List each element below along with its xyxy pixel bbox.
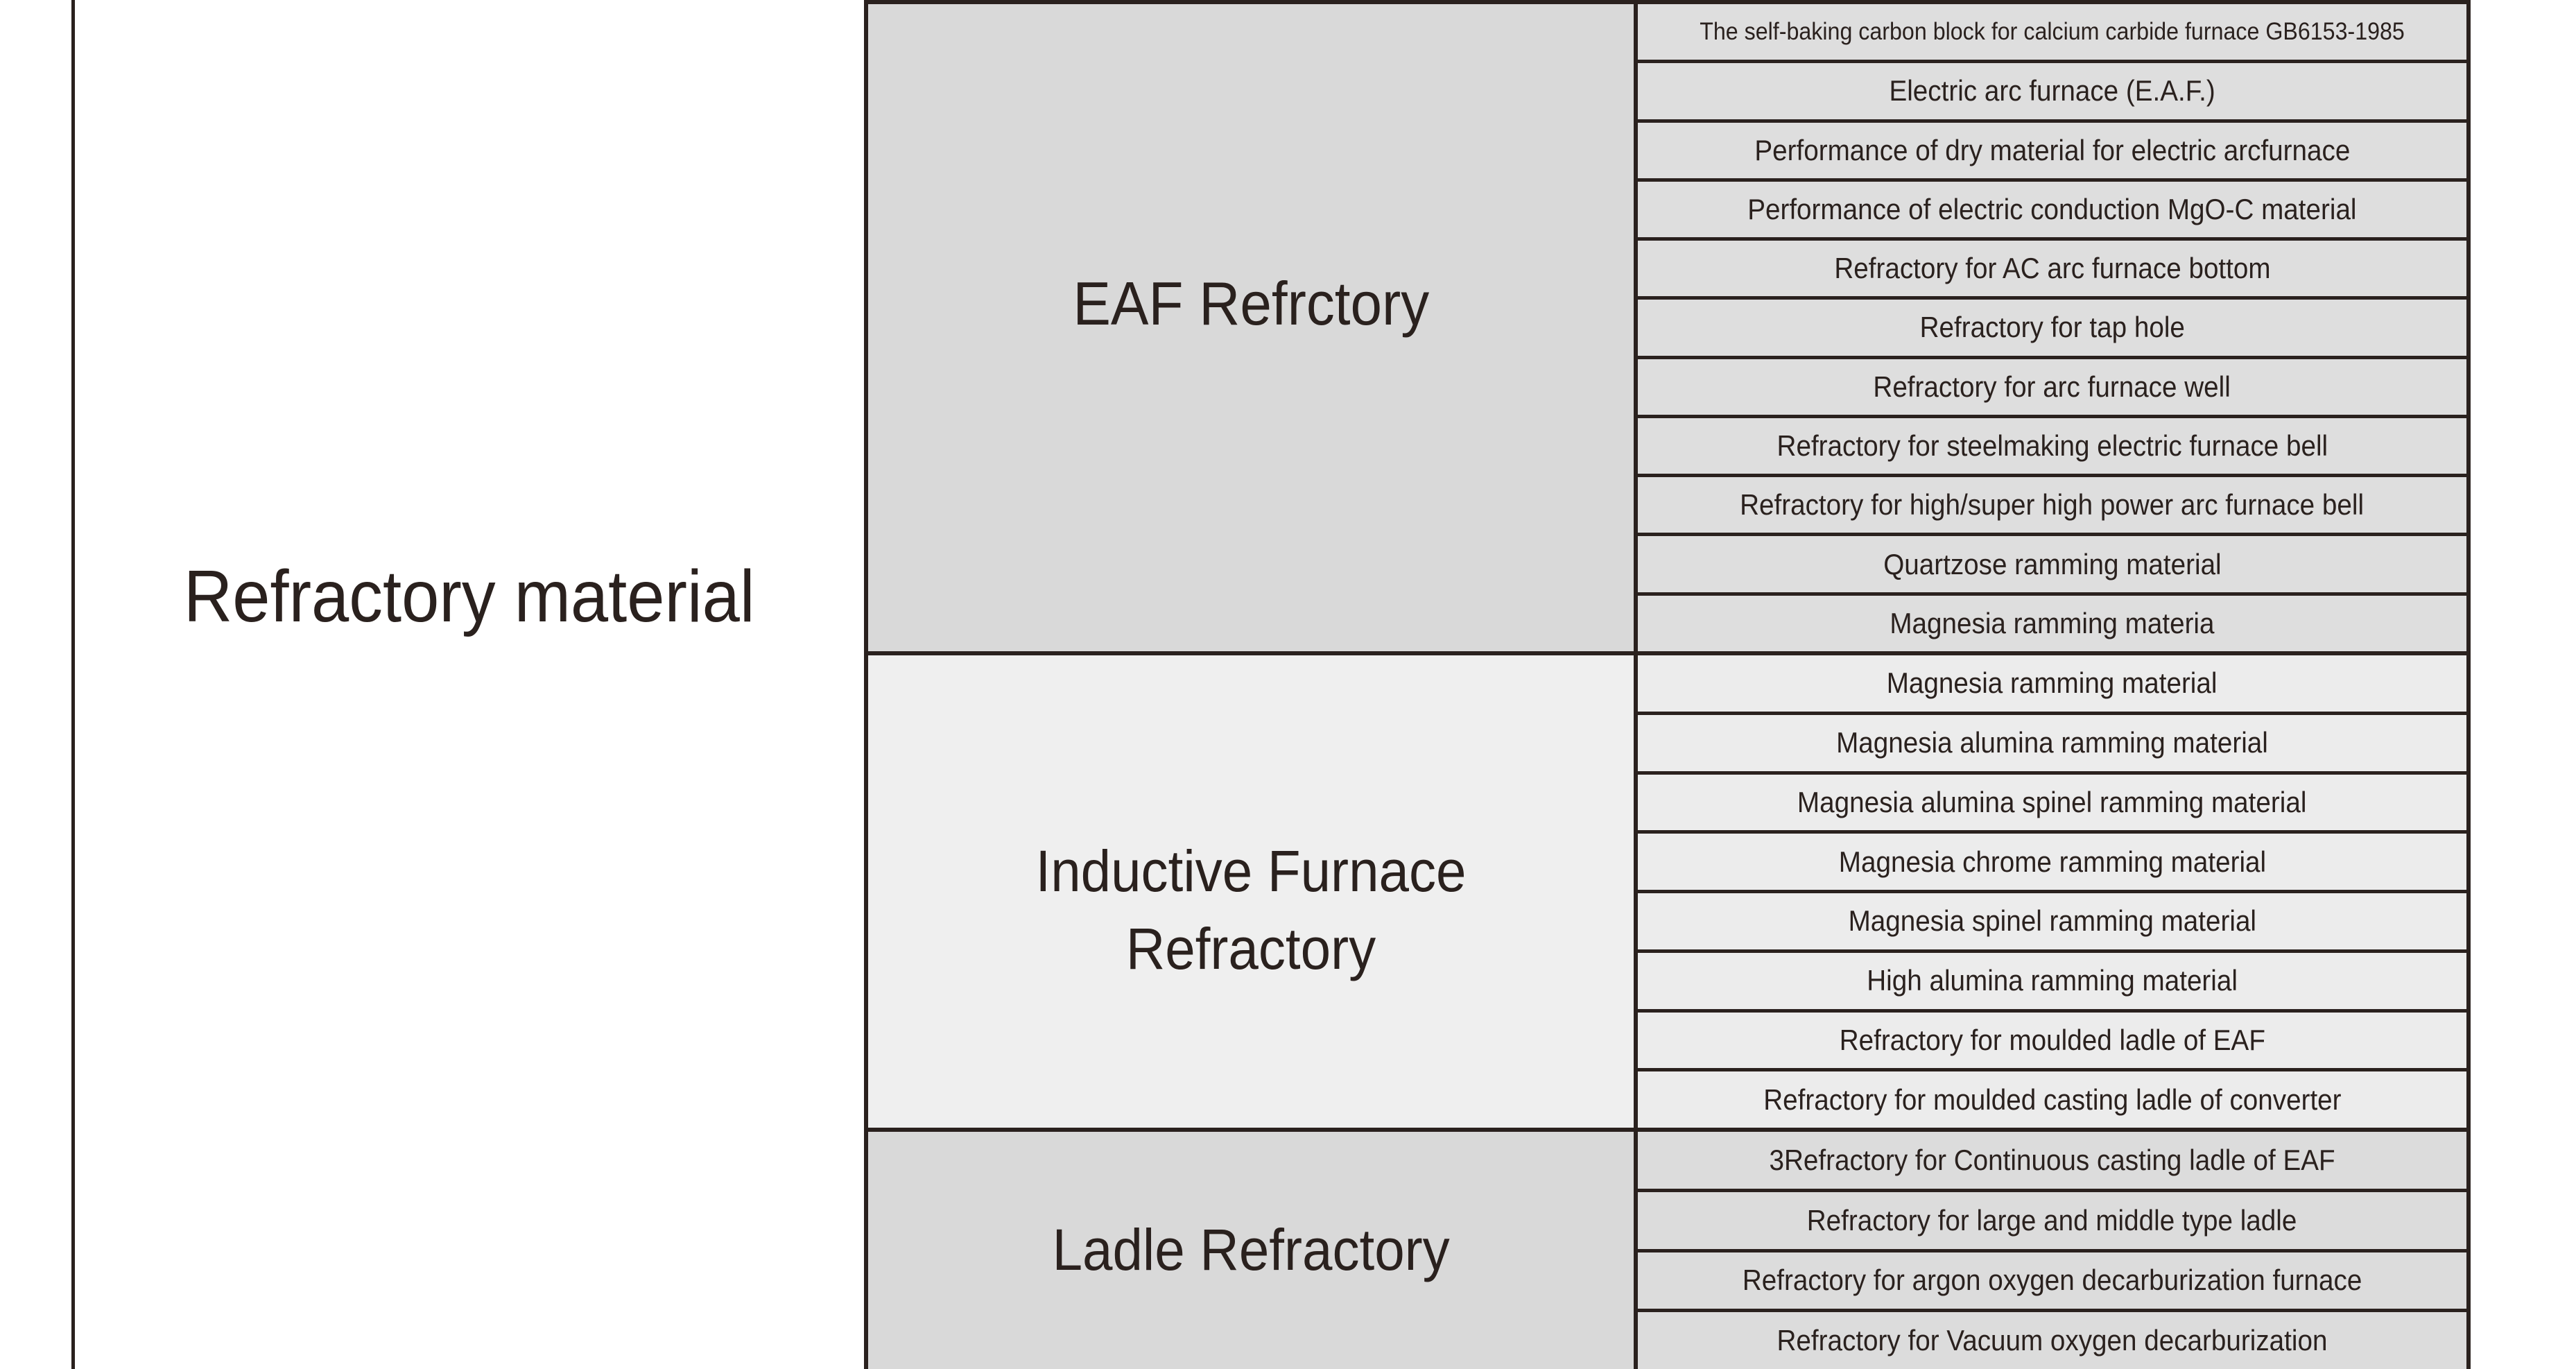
table-row: Refractory for steelmaking electric furn… [1638, 417, 2466, 478]
table-row: The self-baking carbon block for calcium… [1638, 4, 2466, 64]
table-row: Quartzose ramming material [1638, 536, 2466, 596]
table-row: Refractory for large and middle type lad… [1638, 1191, 2466, 1252]
table-row: 3Refractory for Continuous casting ladle… [1638, 1132, 2466, 1192]
root-category-cell: Refractory material [75, 458, 864, 735]
section-items: The self-baking carbon block for calcium… [1638, 4, 2466, 651]
section-eaf-refractory: EAF Refrctory The self-baking carbon blo… [868, 4, 2466, 655]
table-row: Performance of dry material for electric… [1638, 122, 2466, 182]
section-header-cell: EAF Refrctory [868, 4, 1638, 651]
section-items: 3Refractory for Continuous casting ladle… [1638, 1132, 2466, 1369]
table-row: Refractory for AC arc furnace bottom [1638, 241, 2466, 300]
table-row: Magnesia alumina spinel ramming material [1638, 774, 2466, 834]
table-row: Magnesia ramming material [1638, 655, 2466, 715]
table-row: Electric arc furnace (E.A.F.) [1638, 63, 2466, 123]
table-row: Refractory for moulded casting ladle of … [1638, 1071, 2466, 1128]
root-category-label: Refractory material [184, 555, 755, 637]
table-row: Refractory for tap hole [1638, 300, 2466, 359]
left-divider-line [71, 0, 75, 1369]
table-row: Magnesia alumina ramming material [1638, 714, 2466, 775]
table-row: Refractory for arc furnace well [1638, 359, 2466, 418]
section-header-label: Inductive Furnace Refractory [1035, 838, 1467, 981]
table-row: Performance of electric conduction MgO-C… [1638, 181, 2466, 241]
section-ladle-refractory: Ladle Refractory 3Refractory for Continu… [868, 1132, 2466, 1369]
section-header-cell: Inductive Furnace Refractory [868, 655, 1638, 1128]
table-row: Refractory for Vacuum oxygen decarburiza… [1638, 1312, 2466, 1369]
table-row: Magnesia ramming materia [1638, 595, 2466, 651]
section-items: Magnesia ramming material Magnesia alumi… [1638, 655, 2466, 1128]
section-header-cell: Ladle Refractory [868, 1132, 1638, 1369]
table-row: Refractory for argon oxygen decarburizat… [1638, 1252, 2466, 1313]
table-row: Magnesia spinel ramming material [1638, 893, 2466, 953]
category-table: EAF Refrctory The self-baking carbon blo… [864, 0, 2471, 1369]
table-row: Refractory for high/super high power arc… [1638, 477, 2466, 537]
table-row: High alumina ramming material [1638, 952, 2466, 1013]
table-row: Magnesia chrome ramming material [1638, 834, 2466, 893]
section-header-label: EAF Refrctory [1073, 268, 1429, 338]
section-header-label: Ladle Refractory [1052, 1217, 1450, 1283]
table-row: Refractory for moulded ladle of EAF [1638, 1012, 2466, 1072]
section-inductive-furnace-refractory: Inductive Furnace Refractory Magnesia ra… [868, 655, 2466, 1132]
